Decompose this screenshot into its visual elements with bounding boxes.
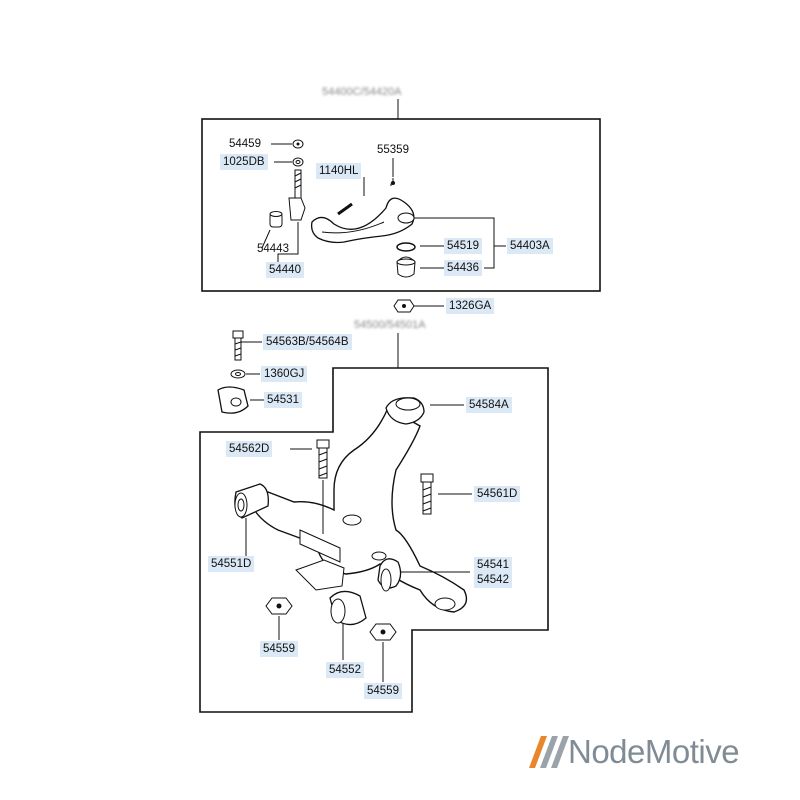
label-54443: 54443 <box>257 243 289 255</box>
bolt-54561d-icon <box>420 473 434 515</box>
ball-joint-54436-icon <box>396 256 416 278</box>
label-55359: 55359 <box>377 144 409 156</box>
label-54440: 54440 <box>266 262 304 278</box>
upper-arm-icon <box>310 197 415 244</box>
bushing-54443-icon <box>269 211 283 228</box>
label-54551d: 54551D <box>208 556 255 572</box>
lower-arm-box <box>199 367 549 713</box>
lower-group-label: 54500/54501A <box>354 319 426 331</box>
label-54559-right: 54559 <box>364 683 402 699</box>
bracket-54531-icon <box>217 386 249 414</box>
label-54562d: 54562D <box>226 441 273 457</box>
washer-1360gj-icon <box>230 369 246 379</box>
label-54459: 54459 <box>229 138 261 150</box>
brand-name: NodeMotive <box>568 733 740 770</box>
bushing-54552-icon <box>329 590 367 626</box>
label-54403a: 54403A <box>507 238 553 254</box>
lower-arm-icon <box>249 397 468 613</box>
label-54519: 54519 <box>444 238 482 254</box>
bolt-1140hl-icon <box>337 202 353 216</box>
label-1025db: 1025DB <box>220 154 268 170</box>
label-54563b: 54563B/54564B <box>263 334 352 350</box>
label-54531: 54531 <box>264 392 302 408</box>
label-54584a: 54584A <box>466 397 512 413</box>
seal-54519-icon <box>396 242 416 252</box>
washer-1025db-icon <box>292 157 304 167</box>
label-54436: 54436 <box>444 260 482 276</box>
upper-group-label: 54400C/54420A <box>322 86 402 98</box>
upper-arm-box <box>201 118 601 292</box>
label-54561d: 54561D <box>474 486 521 502</box>
bolt-54563b-icon <box>232 330 244 361</box>
label-54541: 54541 <box>474 557 512 573</box>
bolt-stud-icon <box>288 169 306 221</box>
label-1360gj: 1360GJ <box>261 366 308 382</box>
label-54552: 54552 <box>326 662 364 678</box>
bolt-54562d-icon <box>316 439 330 479</box>
nut-54559-right-icon <box>369 623 397 641</box>
nut-54559-left-icon <box>265 597 293 615</box>
label-1140hl: 1140HL <box>316 163 362 179</box>
pin-55359-icon <box>390 178 395 186</box>
nodemotive-logo-icon <box>529 736 569 768</box>
nut-54459-icon <box>292 139 304 149</box>
nut-1326ga-icon <box>393 299 415 313</box>
label-54542: 54542 <box>474 572 512 588</box>
label-54559-left: 54559 <box>260 641 298 657</box>
label-1326ga: 1326GA <box>446 298 495 314</box>
bushing-54551d-icon <box>234 483 269 519</box>
